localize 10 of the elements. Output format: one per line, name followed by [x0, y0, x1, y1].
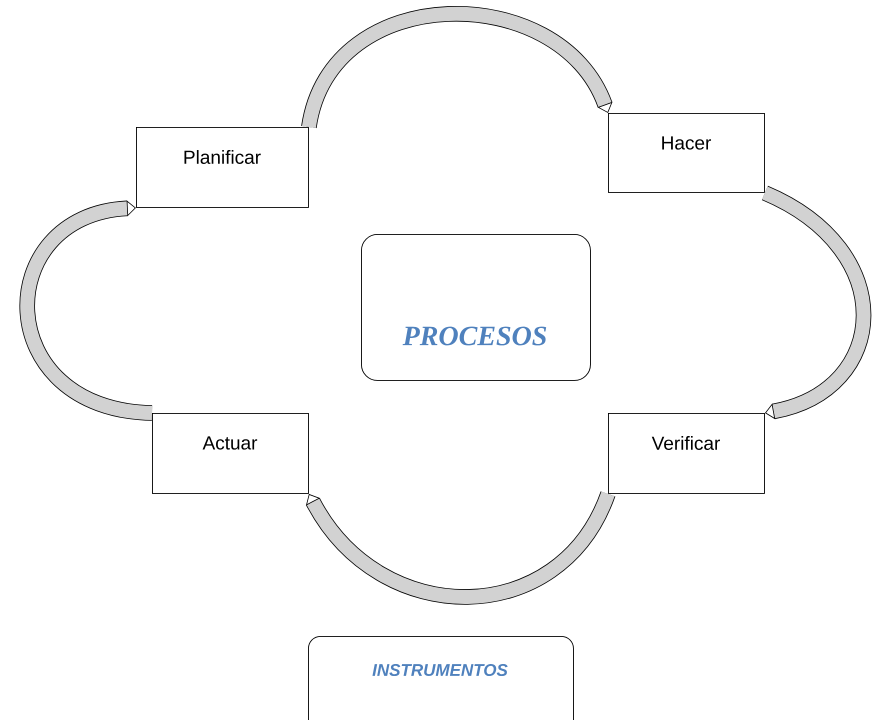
step-box: Planificar	[136, 127, 309, 208]
step-box: Verificar	[608, 413, 765, 494]
curved-arrow	[301, 6, 613, 130]
rounded-box: INSTRUMENTOS	[308, 636, 574, 720]
curved-arrow	[20, 200, 153, 421]
curved-arrow	[761, 186, 872, 420]
step-box: Hacer	[608, 113, 765, 193]
rounded-box: PROCESOS	[361, 234, 591, 381]
step-box: Actuar	[152, 413, 309, 494]
curved-arrow	[306, 490, 616, 605]
